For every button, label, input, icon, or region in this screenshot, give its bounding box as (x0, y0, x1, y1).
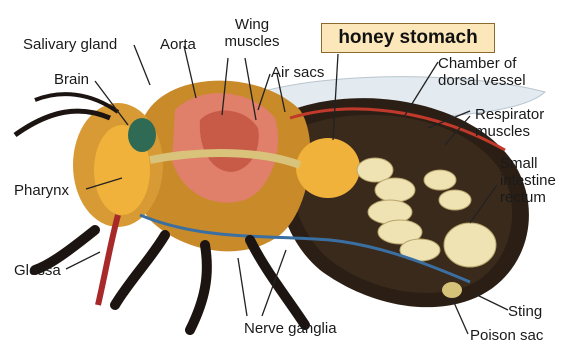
honey-stomach-title: honey stomach (321, 23, 495, 53)
label-brain: Brain (54, 71, 89, 88)
rectum (444, 223, 496, 267)
label-sting: Sting (508, 303, 542, 320)
label-intestine-line: intestine (500, 172, 556, 189)
label-respirator-muscles: Respirator muscles (475, 106, 544, 140)
label-wing-muscles: Wing muscles (217, 16, 287, 50)
label-respirator-line-1: Respirator (475, 106, 544, 123)
label-pharynx: Pharynx (14, 182, 69, 199)
label-small-line: Small (500, 155, 556, 172)
eye (128, 118, 156, 152)
legs (35, 230, 305, 330)
label-glossa: Glossa (14, 262, 61, 279)
label-aorta: Aorta (160, 36, 196, 53)
glossa-shape (98, 215, 118, 305)
label-wing-muscles-line-1: Wing (217, 16, 287, 33)
label-chamber-line-1: Chamber of (438, 55, 526, 72)
label-small-intestine-rectum: Small intestine rectum (500, 155, 556, 206)
label-chamber-line-2: dorsal vessel (438, 72, 526, 89)
label-nerve-ganglia: Nerve ganglia (244, 320, 337, 337)
label-respirator-line-2: muscles (475, 123, 544, 140)
label-poison-sac: Poison sac (470, 327, 543, 344)
label-air-sacs: Air sacs (271, 64, 324, 81)
poison-sac-shape (442, 282, 462, 298)
honey-stomach (296, 138, 360, 198)
label-chamber-dorsal-vessel: Chamber of dorsal vessel (438, 55, 526, 89)
label-salivary-gland: Salivary gland (23, 36, 117, 53)
label-wing-muscles-line-2: muscles (217, 33, 287, 50)
label-rectum-line: rectum (500, 189, 556, 206)
